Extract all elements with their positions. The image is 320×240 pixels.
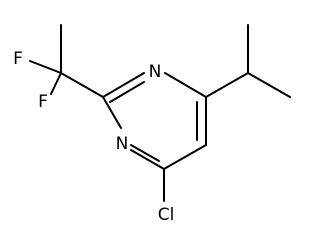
bond-n1-c6 bbox=[164, 72, 207, 98]
atom-label-nitrogen-1: N bbox=[149, 62, 162, 82]
bond-c4-n3-double bbox=[130, 144, 160, 162]
bond-cf2-f2 bbox=[50, 72, 62, 95]
bond-c2-n3 bbox=[102, 96, 122, 129]
bond-c5-c4 bbox=[163, 144, 207, 170]
molecule-structure: F F N N Cl bbox=[13, 24, 291, 225]
bond-c2-n1-double bbox=[109, 81, 145, 103]
bond-c2-cf2 bbox=[60, 72, 104, 98]
atom-label-fluorine-1: F bbox=[13, 49, 23, 69]
bond-c2-n1 bbox=[102, 72, 145, 98]
atom-label-nitrogen-3: N bbox=[116, 134, 129, 154]
bond-ch-methyl-1 bbox=[247, 72, 291, 98]
bond-cf2-f1 bbox=[29, 60, 62, 74]
atom-label-chlorine: Cl bbox=[158, 205, 175, 225]
atom-label-fluorine-2: F bbox=[38, 92, 48, 112]
bond-c6-ch bbox=[205, 72, 249, 98]
bond-c4-n3 bbox=[130, 149, 165, 170]
